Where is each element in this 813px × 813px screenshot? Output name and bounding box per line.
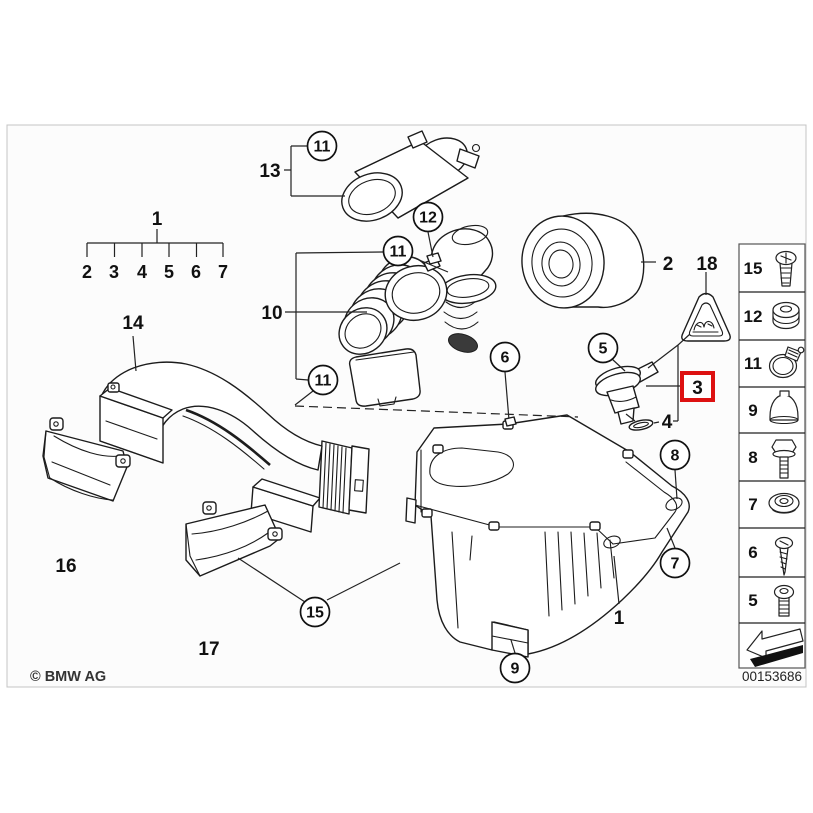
sensor-3-drawing — [595, 361, 659, 431]
svg-text:5: 5 — [599, 341, 608, 358]
leader-lines — [86, 145, 707, 654]
flange-bolt-icon — [771, 439, 797, 479]
diagram-number: 00153686 — [742, 669, 802, 684]
callout-circle-12[interactable]: 12 — [412, 201, 444, 233]
svg-text:11: 11 — [315, 373, 332, 390]
callout-17[interactable]: 17 — [198, 639, 219, 660]
callout-4[interactable]: 4 — [662, 412, 673, 433]
washer-grommet-icon — [768, 492, 800, 514]
callout-circle-11-bottom[interactable]: 11 — [307, 364, 339, 396]
svg-text:12: 12 — [744, 307, 763, 326]
back-arrow-icon — [746, 628, 804, 667]
intake-scoop-17-drawing — [185, 501, 283, 577]
svg-text:6: 6 — [501, 350, 510, 367]
hardware-sidebar: 15 12 11 — [738, 243, 806, 684]
copyright-text: © BMW AG — [30, 669, 106, 685]
sidebar-item-7[interactable]: 7 — [748, 492, 800, 515]
callout-tree-5[interactable]: 5 — [164, 262, 174, 282]
svg-text:7: 7 — [748, 495, 757, 514]
sidebar-item-8[interactable]: 8 — [748, 439, 797, 479]
svg-text:8: 8 — [671, 448, 680, 465]
air-duct-14-drawing — [99, 361, 370, 533]
callout-tree-1[interactable]: 1 — [152, 209, 163, 230]
sidebar-item-11[interactable]: 11 — [744, 346, 805, 379]
callout-tree-4[interactable]: 4 — [137, 262, 147, 282]
callout-tree-7[interactable]: 7 — [218, 262, 228, 282]
svg-text:11: 11 — [744, 354, 762, 373]
callout-circle-6[interactable]: 6 — [489, 341, 521, 373]
callout-circle-9[interactable]: 9 — [499, 652, 531, 684]
svg-text:8: 8 — [748, 448, 757, 467]
air-filter-element-2-drawing — [521, 212, 645, 309]
svg-text:9: 9 — [511, 661, 520, 678]
intake-scoop-16-drawing — [42, 417, 131, 502]
callout-3-highlighted[interactable]: 3 — [680, 371, 715, 402]
callout-circle-11-mid[interactable]: 11 — [382, 235, 414, 267]
tapping-screw-icon — [774, 536, 794, 576]
callout-tree-2[interactable]: 2 — [82, 262, 92, 282]
sidebar-item-12[interactable]: 12 — [744, 301, 800, 330]
callout-circle-11-top[interactable]: 11 — [306, 130, 338, 162]
sidebar-item-9[interactable]: 9 — [748, 390, 799, 425]
callout-14[interactable]: 14 — [122, 313, 144, 334]
callout-circle-8[interactable]: 8 — [659, 439, 691, 471]
svg-text:11: 11 — [314, 139, 331, 156]
machine-screw-icon — [773, 584, 795, 617]
callout-tree-6[interactable]: 6 — [191, 262, 201, 282]
svg-text:12: 12 — [419, 210, 437, 227]
svg-text:15: 15 — [744, 259, 763, 278]
intake-hose-10-drawing — [338, 224, 497, 407]
sidebar-item-5[interactable]: 5 — [748, 584, 795, 617]
callout-tree-3[interactable]: 3 — [109, 262, 119, 282]
callout-circle-5[interactable]: 5 — [587, 332, 619, 364]
dome-cap-icon — [769, 390, 799, 425]
callout-13[interactable]: 13 — [259, 161, 280, 182]
callout-10[interactable]: 10 — [261, 303, 282, 324]
svg-text:9: 9 — [748, 401, 757, 420]
hose-clamp-icon — [768, 346, 805, 379]
callout-1-housing[interactable]: 1 — [614, 608, 625, 629]
callout-circle-7[interactable]: 7 — [659, 547, 691, 579]
svg-text:11: 11 — [390, 244, 407, 261]
callout-18[interactable]: 18 — [696, 254, 717, 275]
svg-text:15: 15 — [306, 605, 324, 622]
pan-head-screw-icon — [775, 250, 797, 287]
filter-housing-1-drawing — [405, 414, 690, 658]
svg-text:5: 5 — [748, 591, 757, 610]
sidebar-item-15[interactable]: 15 — [744, 250, 797, 287]
rubber-grommet-icon — [772, 301, 800, 330]
highlight-box — [680, 371, 715, 402]
callout-circle-15[interactable]: 15 — [299, 596, 331, 628]
intake-boot-13-drawing — [341, 130, 481, 222]
svg-text:7: 7 — [671, 556, 680, 573]
svg-text:3: 3 — [692, 378, 703, 399]
svg-text:6: 6 — [748, 543, 757, 562]
sidebar-nav-cell[interactable] — [746, 628, 804, 667]
callout-2[interactable]: 2 — [663, 254, 674, 275]
callout-16[interactable]: 16 — [55, 556, 76, 577]
sidebar-item-6[interactable]: 6 — [748, 536, 794, 576]
